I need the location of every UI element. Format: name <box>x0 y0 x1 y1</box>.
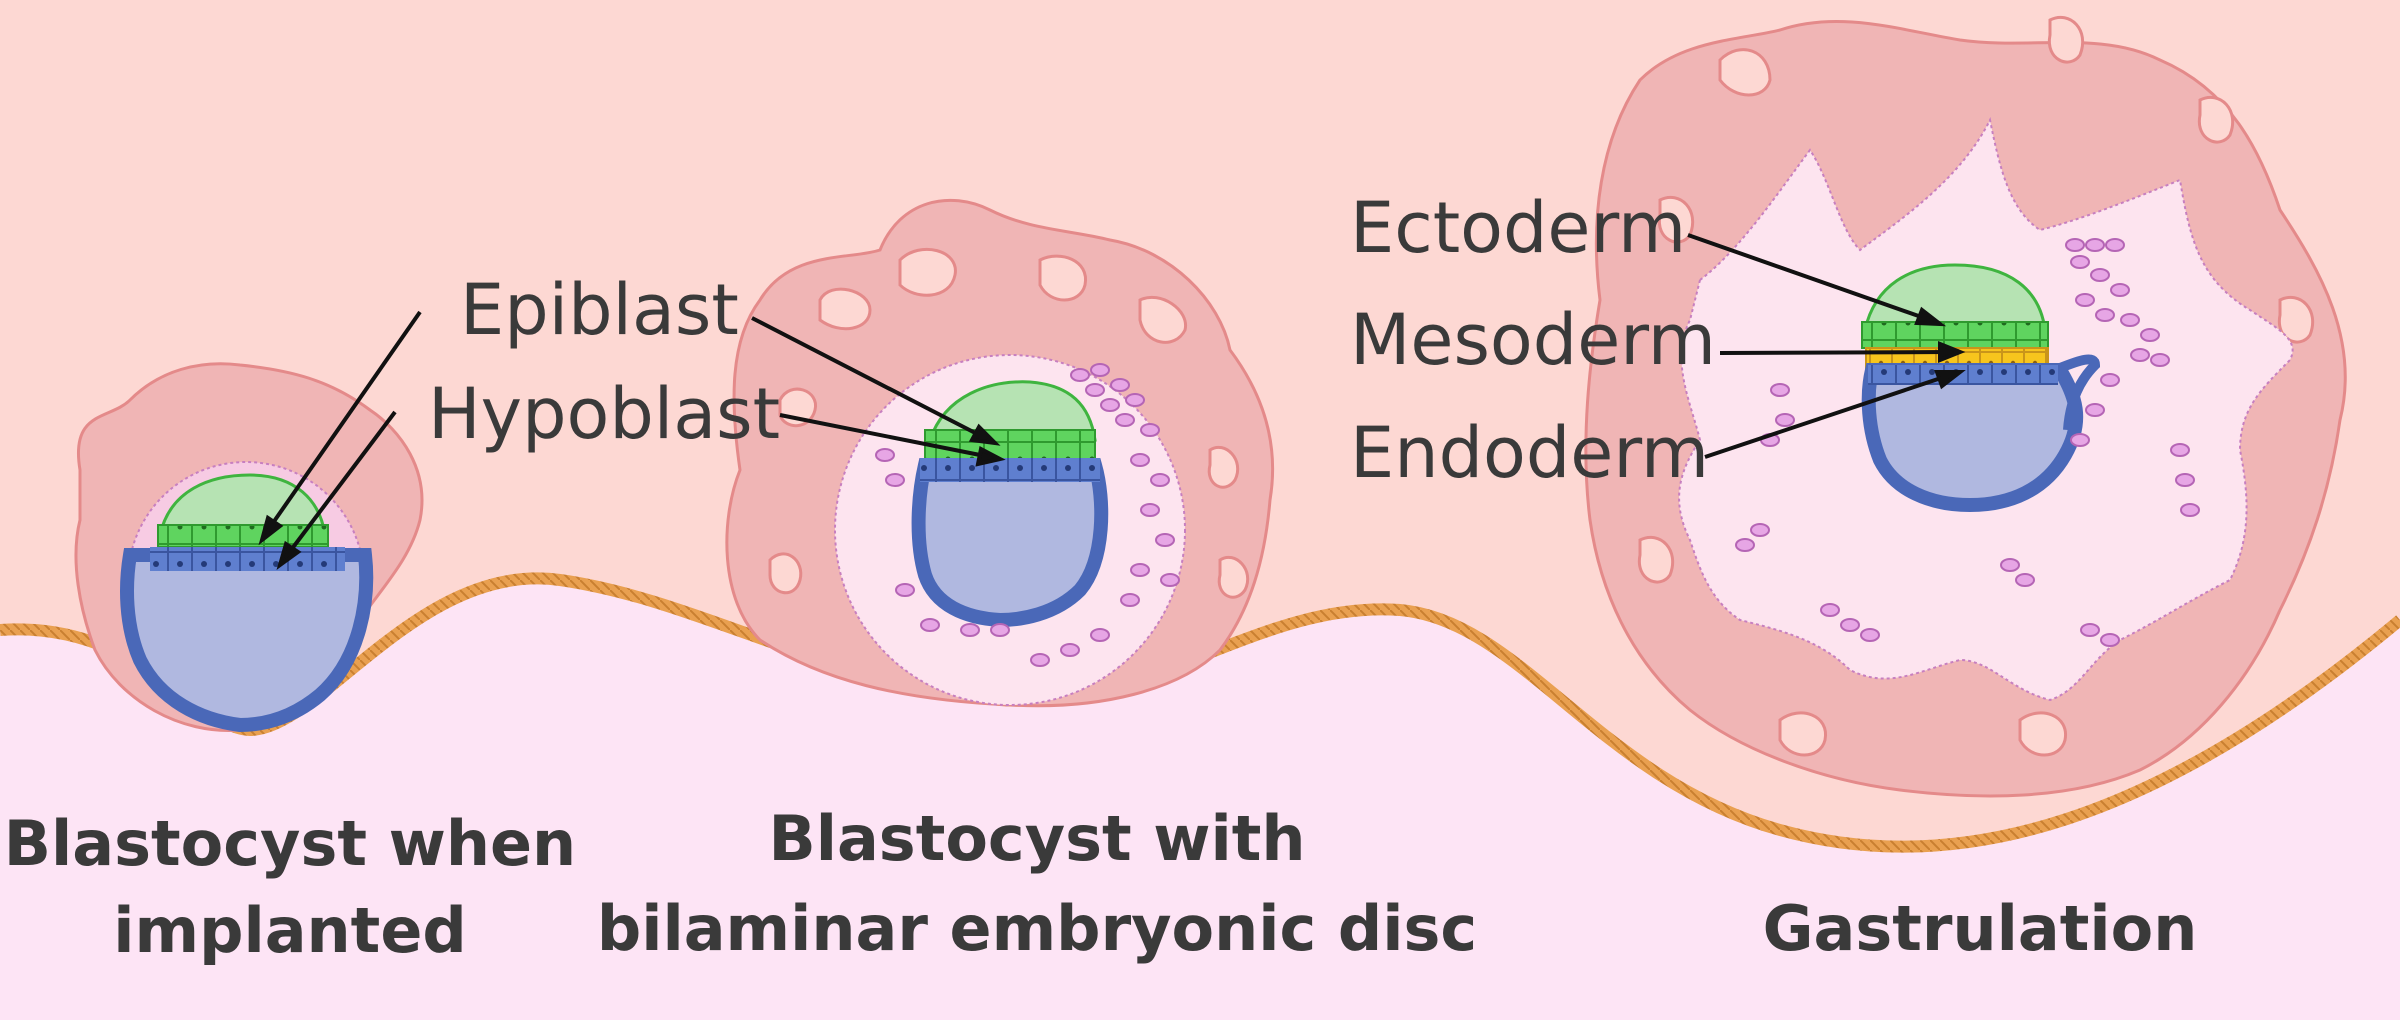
caption-stage2-line2: bilaminar embryonic disc <box>597 892 1477 965</box>
stage3-endoderm-layer <box>1868 365 2058 385</box>
arrow-mesoderm <box>1719 350 1951 355</box>
stage1-hypoblast-cavity <box>120 548 374 733</box>
arrowhead-hypoblast-stage2 <box>975 445 1006 467</box>
arrow-endoderm <box>1704 373 1951 459</box>
arrowhead-hypoblast-stage1 <box>276 540 302 571</box>
stage2-epiblast-layer <box>924 429 1096 461</box>
stage3-gastrulation <box>1584 16 2347 798</box>
arrow-hypoblast-stage1 <box>283 410 397 560</box>
stage2-yolk-sac <box>911 458 1109 628</box>
label-arrows <box>258 233 1966 571</box>
uterine-tissue <box>0 578 2400 1020</box>
stage2-hypoblast-layer <box>920 458 1100 482</box>
stage3-ectoderm-layer <box>1861 321 2049 349</box>
stage3-lacunae <box>1637 16 2315 757</box>
arrowhead-ectoderm <box>1914 306 1947 327</box>
arrowhead-epiblast-stage1 <box>258 514 284 546</box>
arrow-hypoblast-stage2 <box>779 413 991 459</box>
stage2-mesoderm-cells <box>875 363 1180 667</box>
stage3-allantois <box>2058 354 2101 431</box>
label-epiblast: Epiblast <box>460 269 739 351</box>
stage1-hypoblast-layer <box>150 547 345 571</box>
arrowhead-endoderm <box>1934 370 1966 390</box>
arrow-ectoderm <box>1687 233 1931 322</box>
caption-stage1-line1: Blastocyst when <box>4 807 576 880</box>
label-mesoderm: Mesoderm <box>1350 299 1716 381</box>
caption-stage3-line1: Gastrulation <box>1763 892 2198 965</box>
stage2-amnion <box>927 380 1097 442</box>
stage2-blastocyst <box>725 198 1275 708</box>
arrowhead-mesoderm <box>1938 341 1966 363</box>
label-endoderm: Endoderm <box>1350 412 1709 494</box>
arrow-epiblast-stage2 <box>751 316 986 440</box>
caption-stage1-line2: implanted <box>113 894 467 967</box>
arrowhead-epiblast-stage2 <box>968 423 1001 446</box>
caption-stage2-line1: Blastocyst with <box>768 802 1305 875</box>
label-ectoderm: Ectoderm <box>1350 187 1686 269</box>
stage3-yolk-sac <box>1861 363 2084 513</box>
stage2-lacunae <box>768 247 1250 599</box>
label-hypoblast: Hypoblast <box>428 373 780 455</box>
arrow-epiblast-stage1 <box>266 310 422 532</box>
stage3-mesoderm-cells <box>1735 238 2200 647</box>
